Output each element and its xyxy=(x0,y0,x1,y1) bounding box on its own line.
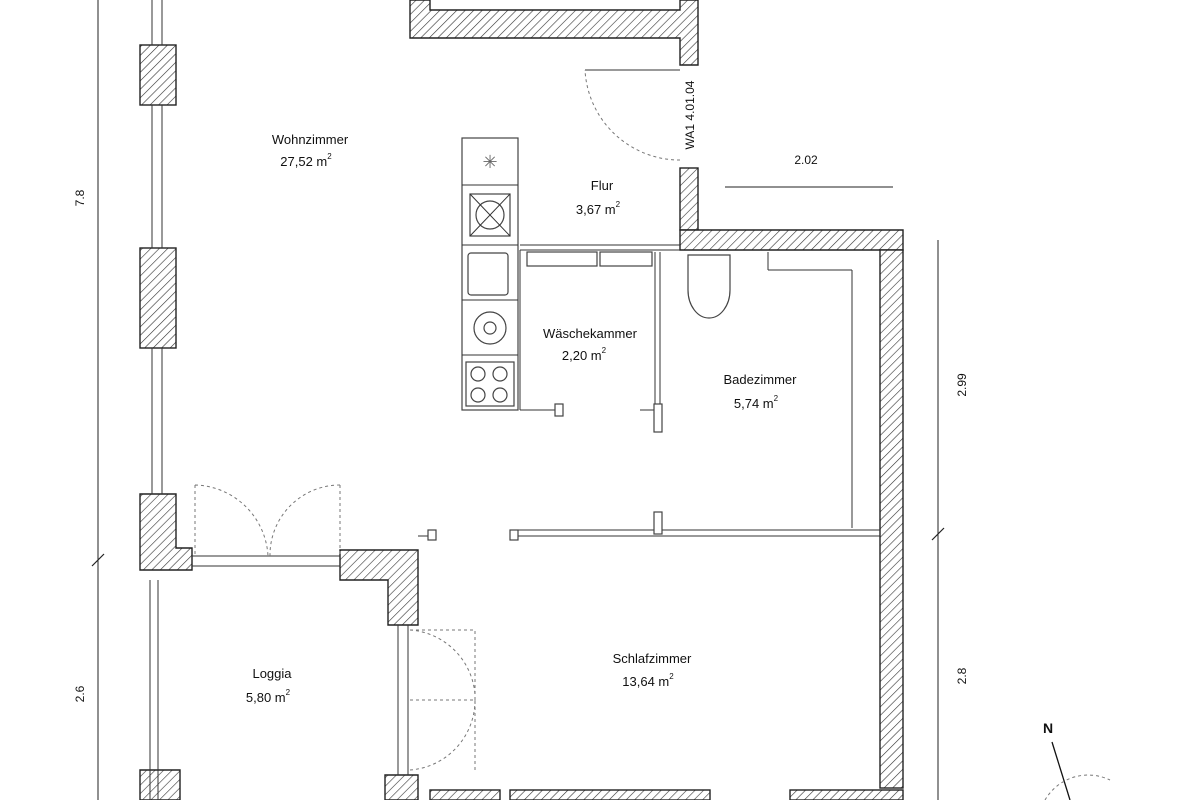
unit-code-label: WA1 4.01.04 xyxy=(683,80,697,149)
room-name-waeschekammer: Wäschekammer xyxy=(543,326,638,341)
svg-text:5,74 m2: 5,74 m2 xyxy=(734,394,779,411)
toilet xyxy=(687,254,731,319)
room-badezimmer: Badezimmer 5,74 m2 xyxy=(724,372,798,411)
room-waeschekammer: Wäschekammer 2,20 m2 xyxy=(543,326,638,363)
room-area-schlafzimmer: 13,64 m xyxy=(622,674,669,689)
door-swings xyxy=(194,69,681,771)
north-label: N xyxy=(1043,720,1053,736)
room-area-badezimmer: 5,74 m xyxy=(734,396,774,411)
room-name-schlafzimmer: Schlafzimmer xyxy=(613,651,692,666)
room-area-loggia: 5,80 m xyxy=(246,690,286,705)
dimension-lines xyxy=(91,0,945,800)
room-wohnzimmer: Wohnzimmer 27,52 m2 xyxy=(272,132,349,169)
dimension-right-upper: 2.99 xyxy=(955,373,969,397)
dimension-top-right: 2.02 xyxy=(794,153,818,167)
room-schlafzimmer: Schlafzimmer 13,64 m2 xyxy=(613,651,692,689)
room-area-wohnzimmer: 27,52 m xyxy=(280,154,327,169)
kitchen-counter: ✳ xyxy=(461,137,519,411)
svg-text:27,52 m2: 27,52 m2 xyxy=(280,152,332,169)
dimension-right-lower: 2.8 xyxy=(955,667,969,684)
room-name-loggia: Loggia xyxy=(252,666,292,681)
room-area-flur: 3,67 m xyxy=(576,202,616,217)
svg-text:2,20 m2: 2,20 m2 xyxy=(562,346,607,363)
windows xyxy=(149,0,409,800)
svg-text:13,64 m2: 13,64 m2 xyxy=(622,672,674,689)
room-flur: Flur 3,67 m2 xyxy=(576,178,621,217)
room-name-wohnzimmer: Wohnzimmer xyxy=(272,132,349,147)
partitions xyxy=(418,244,880,541)
svg-text:✳: ✳ xyxy=(482,152,497,173)
room-area-waeschekammer: 2,20 m xyxy=(562,348,602,363)
svg-text:3,67 m2: 3,67 m2 xyxy=(576,200,621,217)
svg-text:5,80 m2: 5,80 m2 xyxy=(246,688,291,705)
room-loggia: Loggia 5,80 m2 xyxy=(246,666,292,705)
room-name-badezimmer: Badezimmer xyxy=(724,372,798,387)
dimension-left-lower: 2.6 xyxy=(73,685,87,702)
north-arrow: N xyxy=(1043,720,1111,800)
room-name-flur: Flur xyxy=(591,178,614,193)
dimension-left-upper: 7.8 xyxy=(73,189,87,206)
walls xyxy=(139,0,904,800)
